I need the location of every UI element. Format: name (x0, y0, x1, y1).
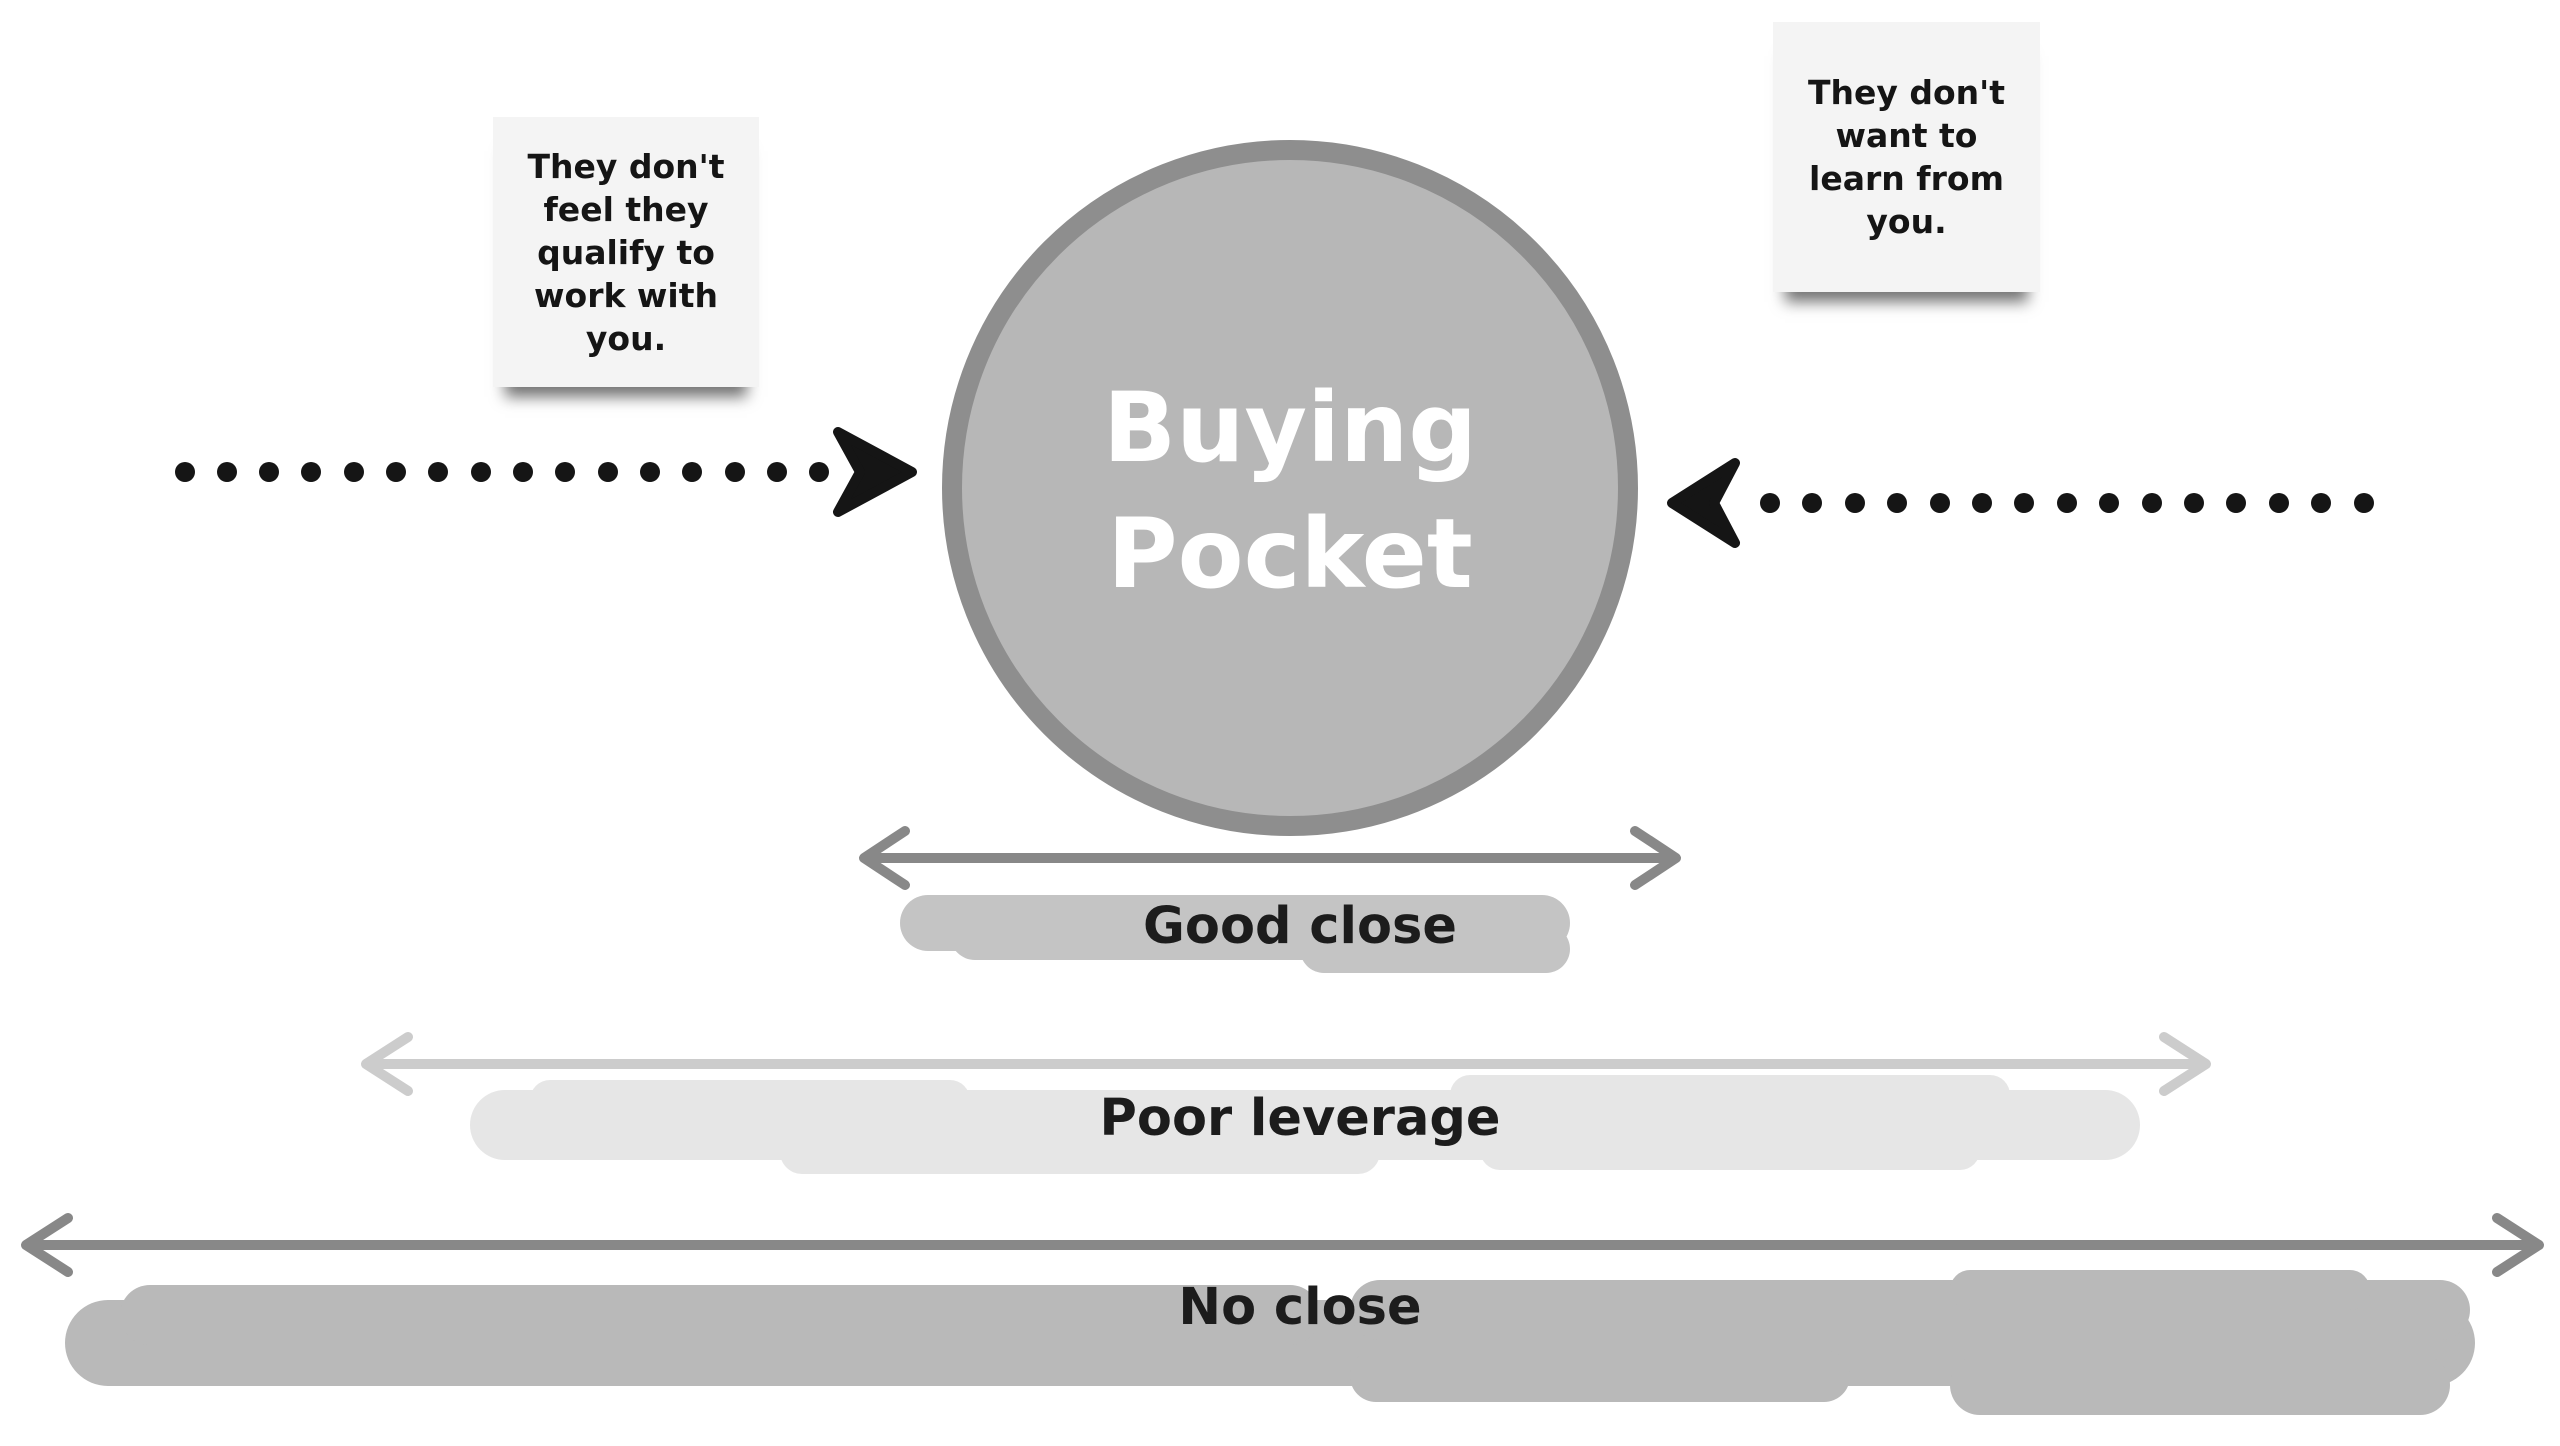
poor-leverage-label: Poor leverage (1099, 1089, 1501, 1148)
sticky-note-learn-text: They don't want to learn from you. (1807, 73, 2006, 241)
buying-pocket-circle (942, 140, 1638, 836)
poor-leverage-highlight (470, 1075, 2140, 1174)
sticky-note-qualify: They don't feel they qualify to work wit… (493, 117, 759, 387)
left-dotted-arrow (175, 427, 917, 517)
no-close-range-arrow (21, 1213, 2544, 1277)
no-close-highlight (65, 1270, 2475, 1415)
buying-pocket-label-line1: Buying (1102, 372, 1478, 484)
no-close-label: No close (1178, 1278, 1422, 1337)
sticky-note-qualify-text: They don't feel they qualify to work wit… (527, 146, 725, 358)
poor-leverage-range-arrow (361, 1032, 2211, 1096)
good-close-range-arrow (859, 826, 1681, 890)
sticky-note-learn: They don't want to learn from you. (1773, 22, 2040, 292)
right-arrowhead (1667, 458, 1740, 548)
left-arrowhead (833, 427, 917, 517)
right-dotted-arrow (1667, 458, 2374, 548)
good-close-highlight (900, 895, 1570, 973)
buying-pocket-label: Buying Pocket (960, 365, 1620, 617)
good-close-label: Good close (1143, 897, 1457, 956)
buying-pocket-label-line2: Pocket (1107, 498, 1473, 610)
